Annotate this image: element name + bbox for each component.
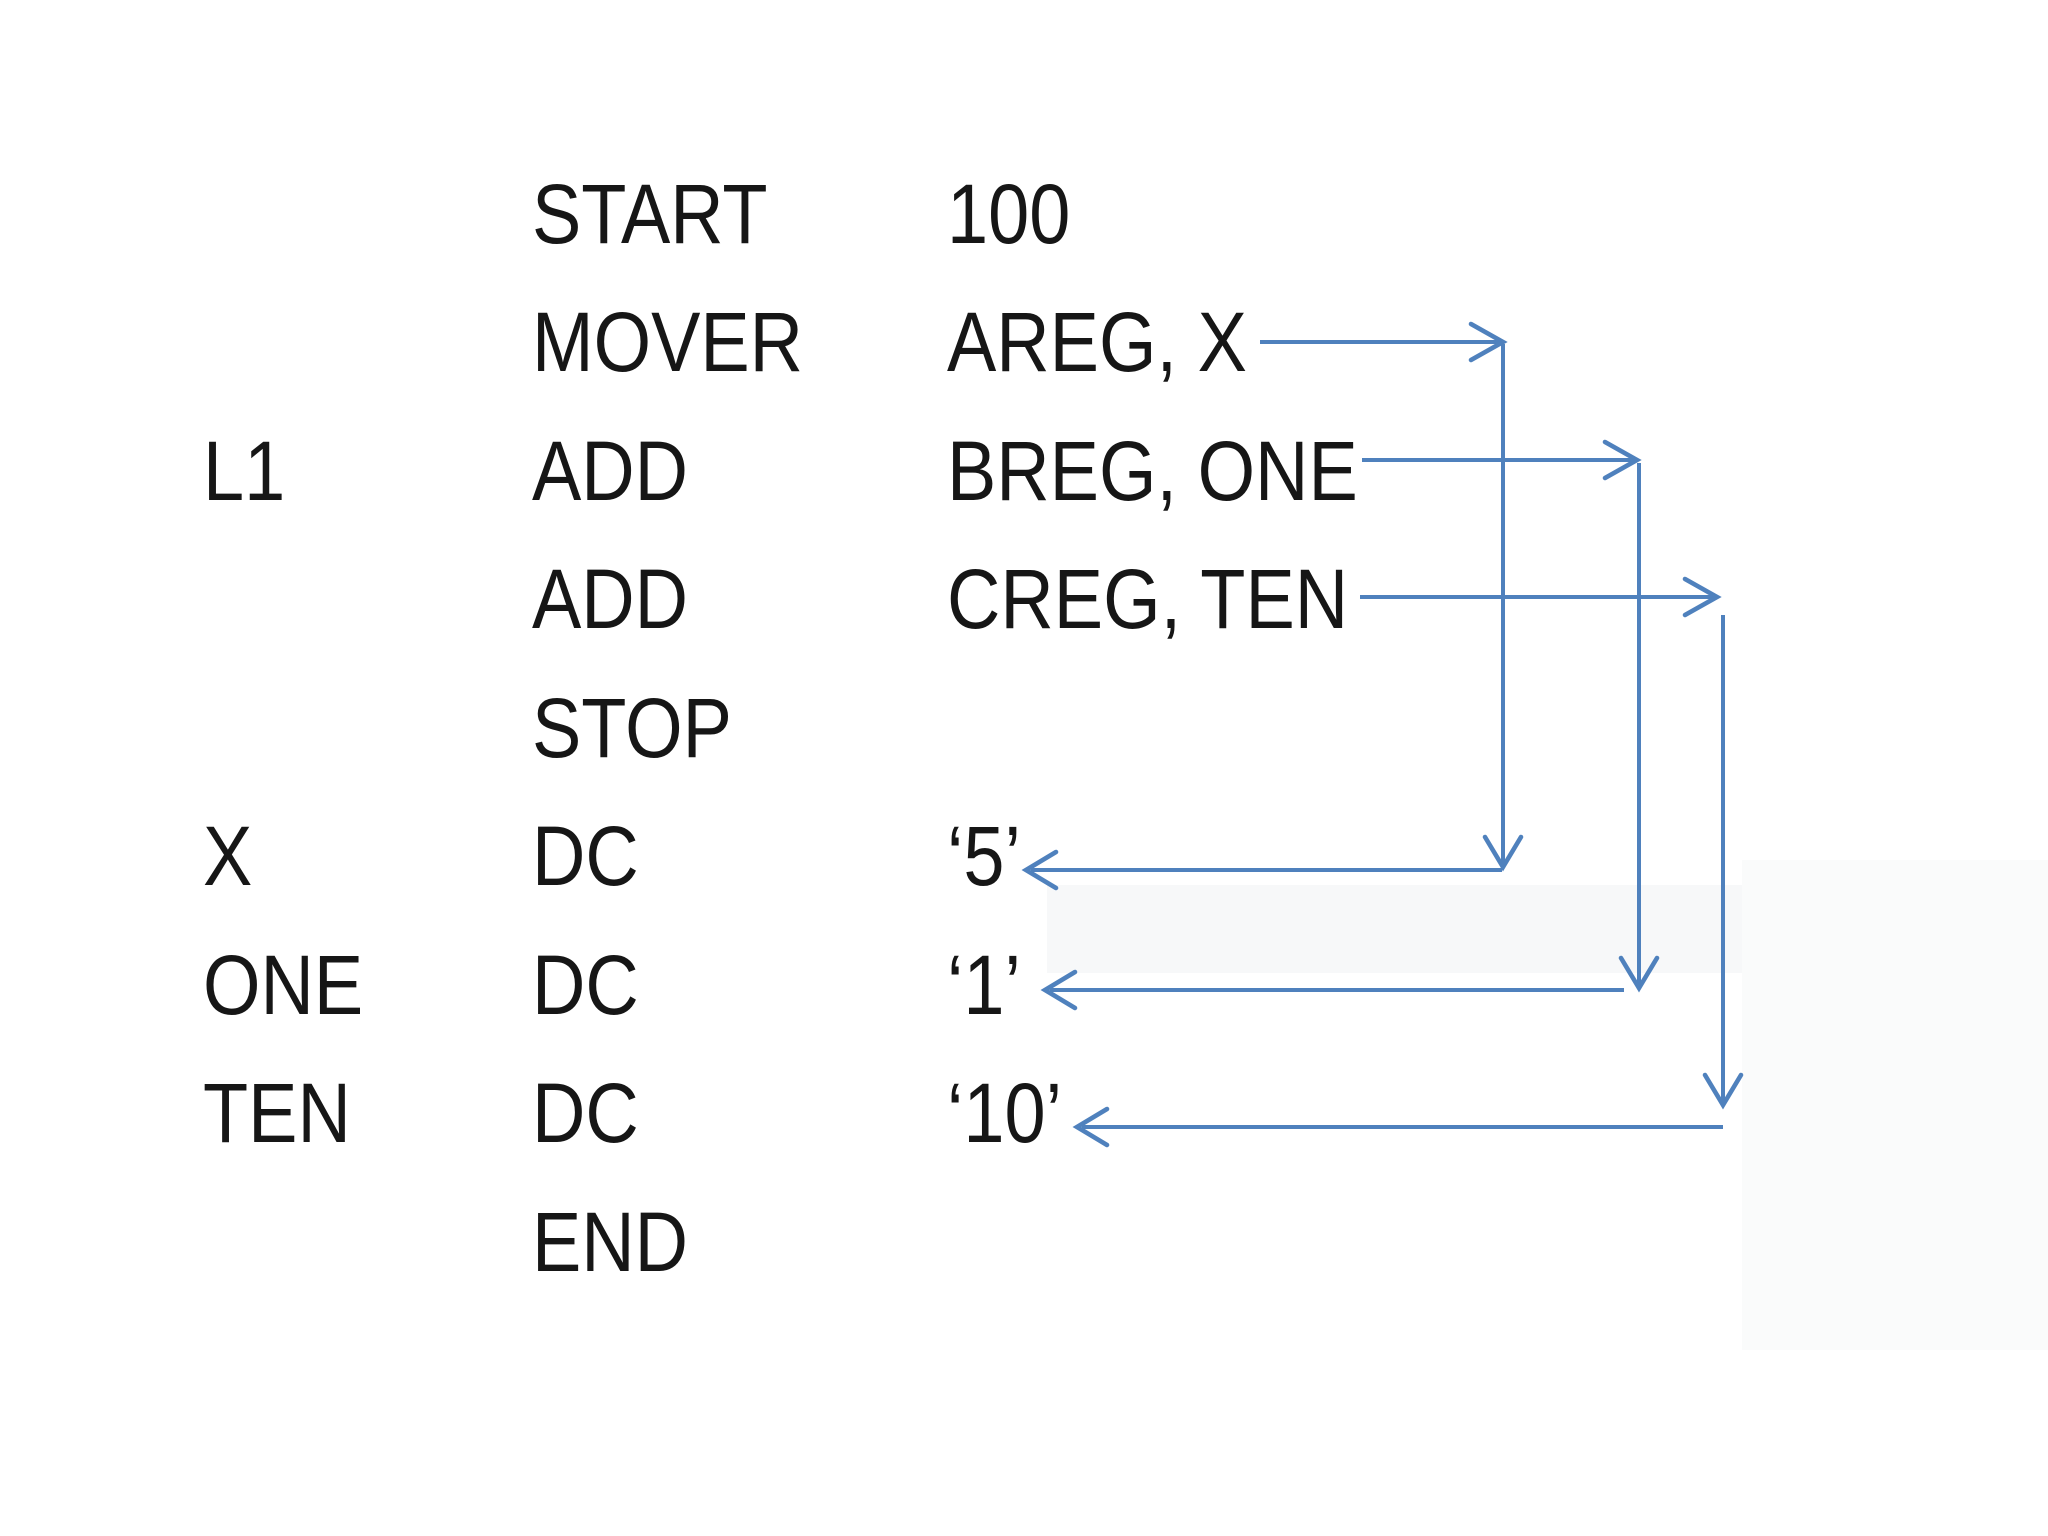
operand-cell: ‘10’ (947, 1066, 1063, 1161)
label-cell: TEN (203, 1066, 351, 1161)
label-cell: X (203, 809, 253, 904)
opcode-cell: DC (532, 809, 639, 904)
label-cell: ONE (203, 937, 364, 1032)
opcode-cell: ADD (532, 423, 689, 518)
label-cell: L1 (203, 423, 286, 518)
operand-cell: 100 (947, 166, 1071, 261)
code-row-add-ten: ADD CREG, TEN (0, 536, 2048, 665)
operand-cell: ‘1’ (947, 937, 1021, 1032)
faint-panel-right-column (1742, 860, 2048, 1350)
code-row-mover: MOVER AREG, X (0, 279, 2048, 408)
code-row-end: END (0, 1178, 2048, 1307)
arrow-x-to-dc5 (1021, 321, 1524, 891)
opcode-cell: MOVER (532, 295, 804, 390)
code-row-add-one: L1 ADD BREG, ONE (0, 407, 2048, 536)
opcode-cell: START (532, 166, 768, 261)
operand-cell: ‘5’ (947, 809, 1021, 904)
code-row-start: START 100 (0, 150, 2048, 279)
code-row-stop: STOP (0, 664, 2048, 793)
code-row-dc-one: ONE DC ‘1’ (0, 921, 2048, 1050)
operand-cell: AREG, X (947, 295, 1247, 390)
arrow-ten-to-dc10 (1072, 576, 1744, 1148)
opcode-cell: DC (532, 937, 639, 1032)
operand-cell: CREG, TEN (947, 552, 1349, 647)
opcode-cell: END (532, 1194, 689, 1289)
operand-cell: BREG, ONE (947, 423, 1358, 518)
code-row-dc-ten: TEN DC ‘10’ (0, 1050, 2048, 1179)
opcode-cell: DC (532, 1066, 639, 1161)
opcode-cell: STOP (532, 680, 732, 775)
code-row-dc-x: X DC ‘5’ (0, 793, 2048, 922)
faint-panel-right-band (1047, 885, 1742, 973)
assembly-program: START 100 MOVER AREG, X L1 ADD BREG, ONE… (0, 150, 2048, 1307)
opcode-cell: ADD (532, 552, 689, 647)
arrow-one-to-dc1 (1040, 439, 1660, 1011)
